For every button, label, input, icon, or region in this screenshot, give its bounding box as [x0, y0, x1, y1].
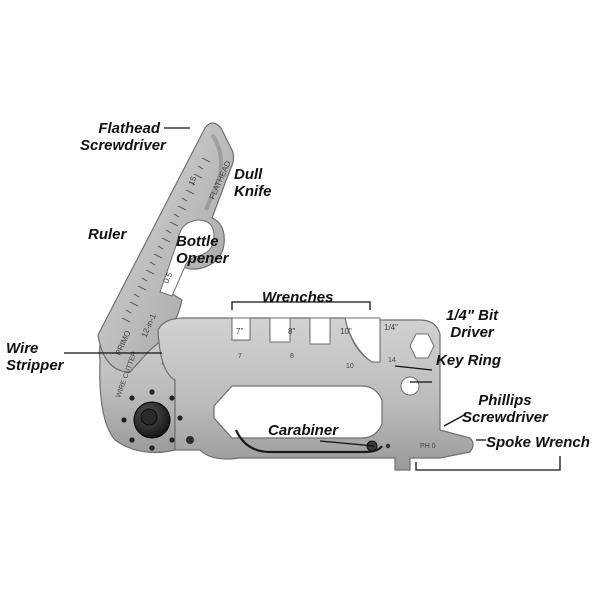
callout-phillips: Phillips Screwdriver: [462, 392, 548, 426]
callout-carabiner: Carabiner: [268, 422, 339, 439]
wrench-size-8-bottom: 8: [290, 353, 294, 360]
key-ring-hole: [400, 376, 420, 396]
callout-key-ring: Key Ring: [436, 352, 502, 369]
pivot-knob-cap: [140, 408, 158, 426]
bit-driver-hex-hole: [409, 333, 435, 359]
pivot-holes: [121, 389, 183, 451]
dull-knife-edge: [204, 133, 223, 211]
carabiner-opening: [213, 385, 383, 439]
leader-lines: [64, 127, 561, 471]
callout-spoke-wrench: Spoke Wrench: [486, 434, 590, 451]
ruler-ticks: [121, 157, 211, 323]
wrench-size-10-top: 10": [340, 327, 352, 336]
ruler-blade: [97, 122, 235, 373]
callout-dull-knife: Dull Knife: [234, 166, 272, 200]
bottle-opener-cutout: [159, 219, 215, 297]
hex-engraving: 14: [388, 357, 396, 364]
lock-screw: [186, 436, 194, 444]
callout-bottle-opener: Bottle Opener: [176, 233, 229, 267]
carabiner-wire-gate: [234, 429, 383, 454]
bit-size-engraving: 1/4": [384, 323, 398, 332]
wrench-size-8-top: 8": [288, 327, 295, 336]
small-hole: [385, 443, 391, 449]
callout-wrenches: Wrenches: [262, 289, 334, 306]
engraving-05: 0.5: [162, 270, 175, 284]
engraving-15: 15: [187, 175, 199, 187]
callout-flathead: Flathead Screwdriver: [80, 120, 166, 154]
callout-bit-driver: 1/4" Bit Driver: [446, 307, 499, 341]
callout-wire-stripper: Wire Stripper: [6, 340, 64, 374]
wrench-notches: [231, 317, 381, 363]
callout-ruler: Ruler: [88, 226, 127, 243]
wrench-size-10-bottom: 10: [346, 363, 354, 370]
phillips-engraving: PH 0: [420, 443, 436, 450]
wrench-size-7-top: 7": [236, 327, 243, 336]
wrench-size-7-bottom: 7: [238, 353, 242, 360]
